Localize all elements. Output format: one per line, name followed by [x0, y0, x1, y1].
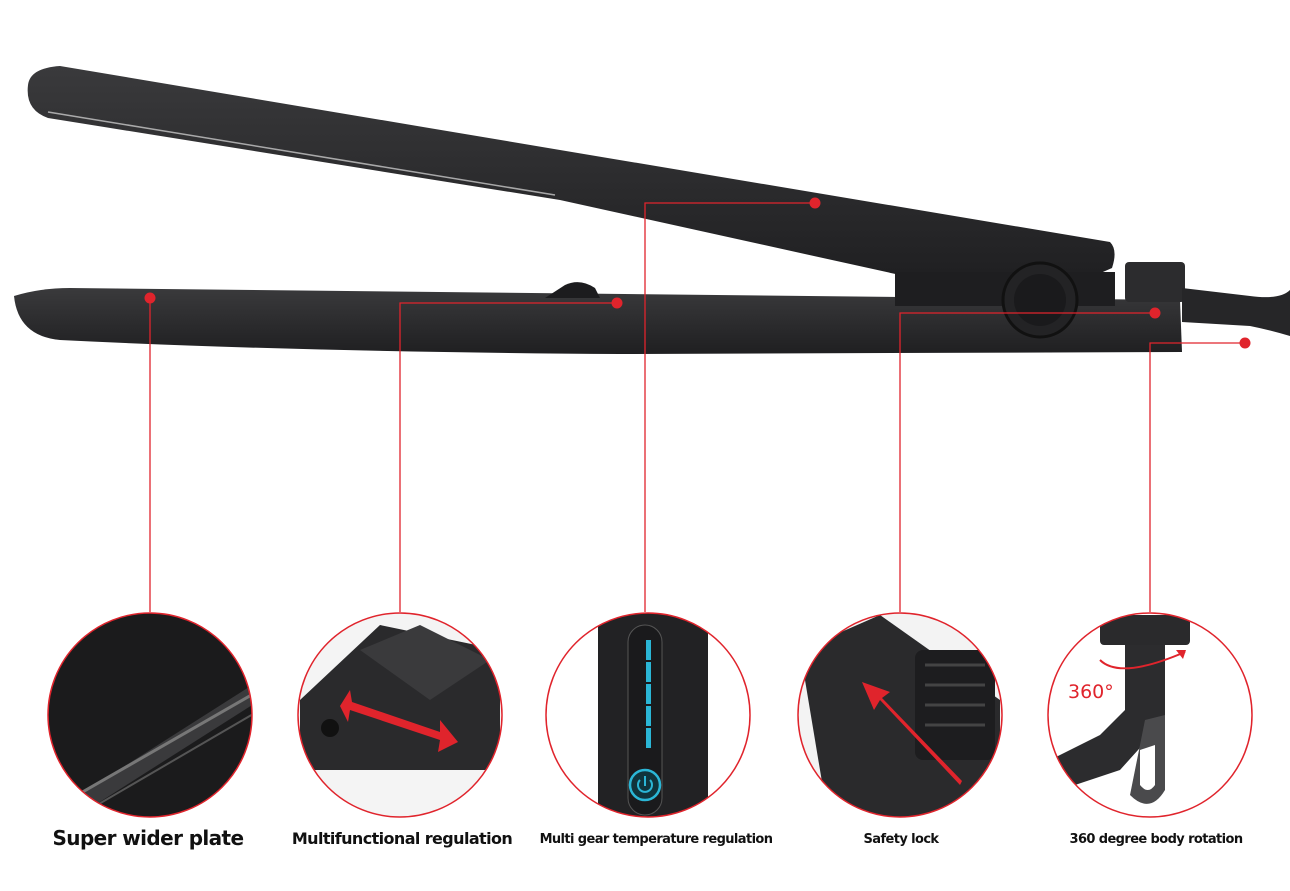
- temperature-leds: [646, 640, 651, 748]
- hair-straightener: [14, 66, 1290, 354]
- feature-label-safety-lock: Safety lock: [864, 832, 940, 847]
- feature-label-temperature: Multi gear temperature regulation: [540, 832, 773, 847]
- callout-dots: [144, 197, 1251, 349]
- rotation-badge: 360°: [1068, 681, 1114, 703]
- feature-label-regulation: Multifunctional regulation: [292, 829, 513, 848]
- detail-circle-temperature: [545, 612, 751, 818]
- feature-label-rotation: 360 degree body rotation: [1070, 832, 1243, 847]
- detail-circle-regulation: [297, 612, 503, 818]
- detail-circle-safety-lock: [797, 612, 1003, 818]
- feature-label-plate: Super wider plate: [53, 826, 244, 850]
- double-arrow-icon: [340, 690, 458, 752]
- power-cord: [1182, 288, 1290, 336]
- lower-arm: [14, 288, 1182, 354]
- upper-arm: [27, 66, 1115, 282]
- detail-circle-plate: [47, 612, 253, 818]
- slider-knob: [545, 282, 600, 298]
- rotation-arrow-icon: [1099, 651, 1186, 670]
- swivel-collar: [1125, 262, 1185, 302]
- arrow-icon: [862, 682, 962, 785]
- callout-lines: [149, 202, 1245, 612]
- detail-circle-rotation: 360°: [1047, 612, 1253, 818]
